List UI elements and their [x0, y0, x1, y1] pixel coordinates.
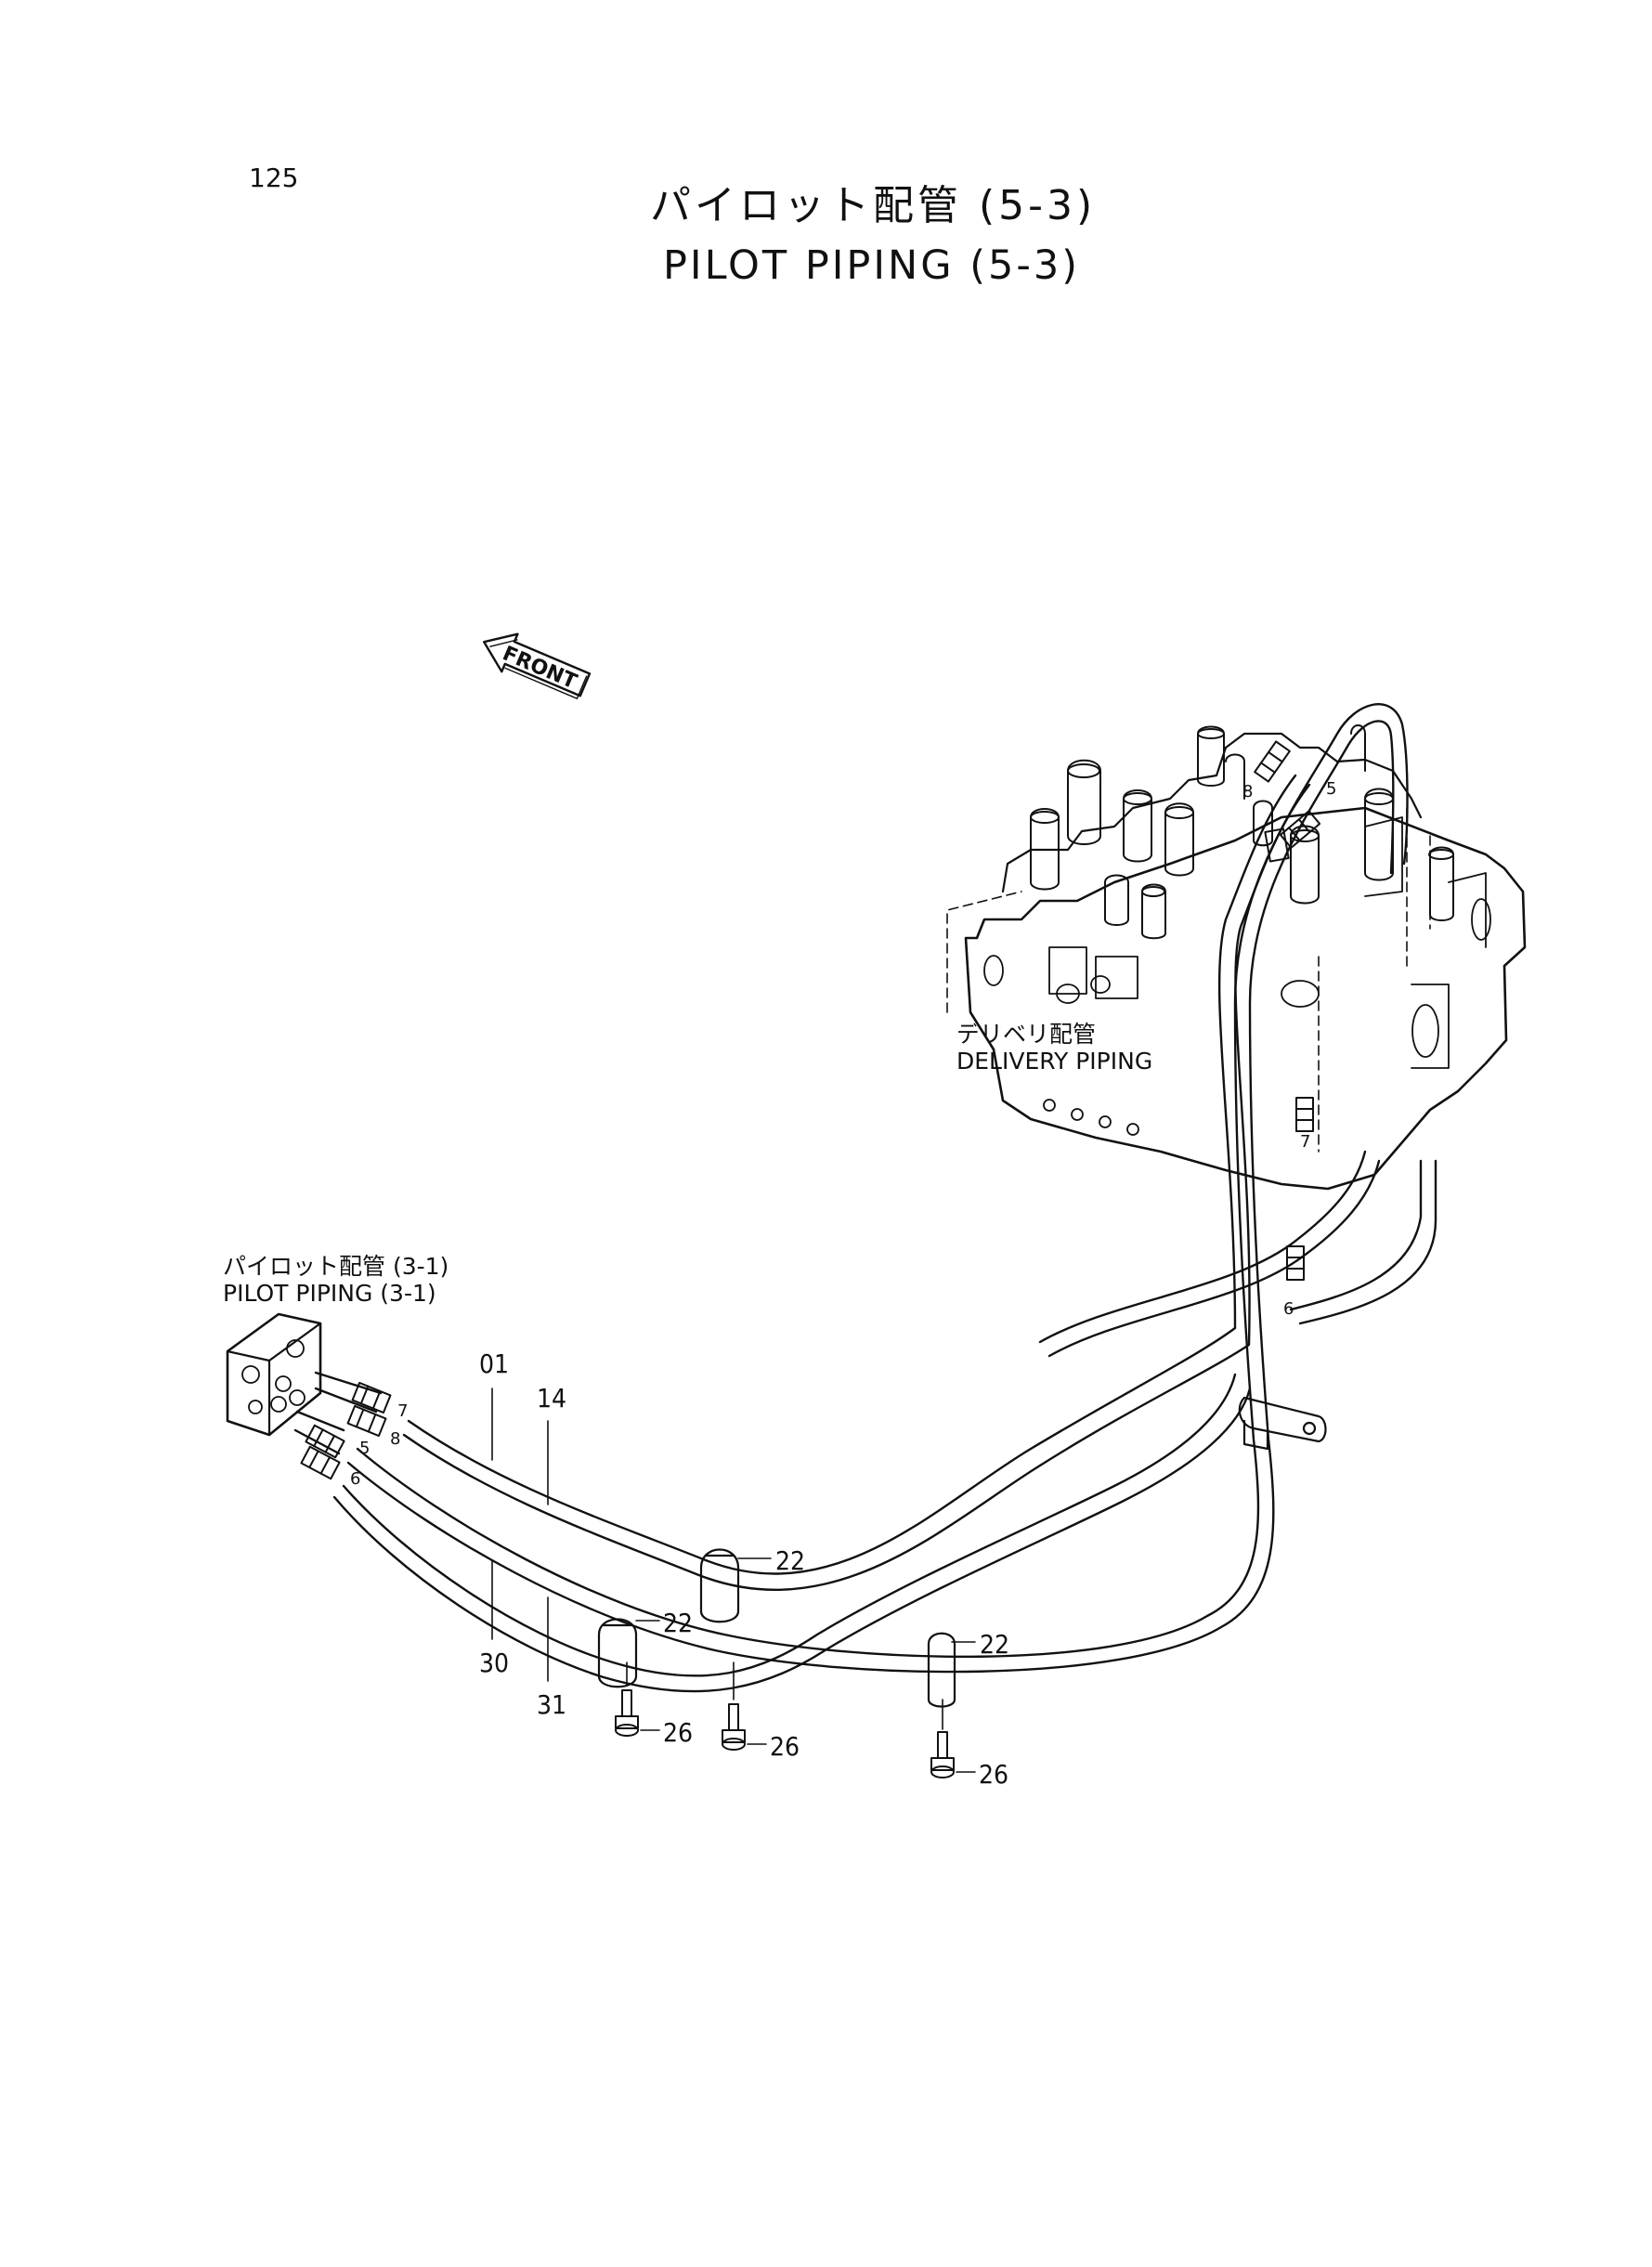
callout-6-valve: 6 — [1283, 1299, 1294, 1319]
clamp-upper — [699, 1548, 740, 1623]
front-arrow-icon: FRONT — [483, 632, 592, 699]
callout-26-middle: 26 — [770, 1731, 800, 1762]
page-title-english: PILOT PIPING (5-3) — [663, 242, 1080, 289]
callout-14: 14 — [537, 1383, 566, 1414]
callout-8-valve: 8 — [1242, 782, 1253, 801]
callout-31: 31 — [537, 1689, 566, 1720]
control-valve — [946, 724, 1527, 1191]
hose-clamps — [597, 1396, 1327, 1708]
clamp-valve — [1238, 1396, 1327, 1451]
pilot-piping-3-1-reference: パイロット配管 (3-1) PILOT PIPING (3-1) — [223, 1253, 449, 1308]
callout-6-block: 6 — [350, 1469, 360, 1489]
pilot-piping-3-1-label-en: PILOT PIPING (3-1) — [223, 1279, 436, 1307]
callout-01: 01 — [479, 1348, 509, 1379]
callout-8-block: 8 — [390, 1429, 400, 1449]
clamp-bolts — [615, 1661, 955, 1778]
callout-22-lower: 22 — [663, 1608, 693, 1638]
pilot-hoses — [293, 703, 1437, 1693]
clamp-lower — [597, 1618, 638, 1688]
leader-lines — [491, 1388, 976, 1773]
pilot-valve-block — [226, 1312, 322, 1437]
delivery-piping-label-en: DELIVERY PIPING — [956, 1047, 1153, 1075]
clamp-right — [927, 1632, 956, 1708]
delivery-piping-reference: デリベリ配管 DELIVERY PIPING — [956, 1021, 1153, 1075]
callout-7-block: 7 — [397, 1401, 408, 1421]
page-number: 125 — [249, 163, 299, 193]
callout-22-upper: 22 — [775, 1545, 805, 1576]
callout-26-right: 26 — [979, 1759, 1008, 1790]
callout-22-right: 22 — [980, 1629, 1009, 1660]
callout-5-valve: 5 — [1326, 779, 1336, 799]
hose-fittings — [300, 740, 1321, 1480]
front-arrow-label: FRONT — [499, 642, 579, 694]
pilot-piping-3-1-label-jp: パイロット配管 (3-1) — [223, 1253, 449, 1280]
callout-26-left: 26 — [663, 1717, 693, 1748]
callout-30: 30 — [479, 1648, 509, 1678]
page-title-japanese: パイロット配管 (5-3) — [650, 182, 1097, 229]
callout-5-block: 5 — [359, 1439, 370, 1458]
callout-7-valve: 7 — [1300, 1132, 1310, 1152]
